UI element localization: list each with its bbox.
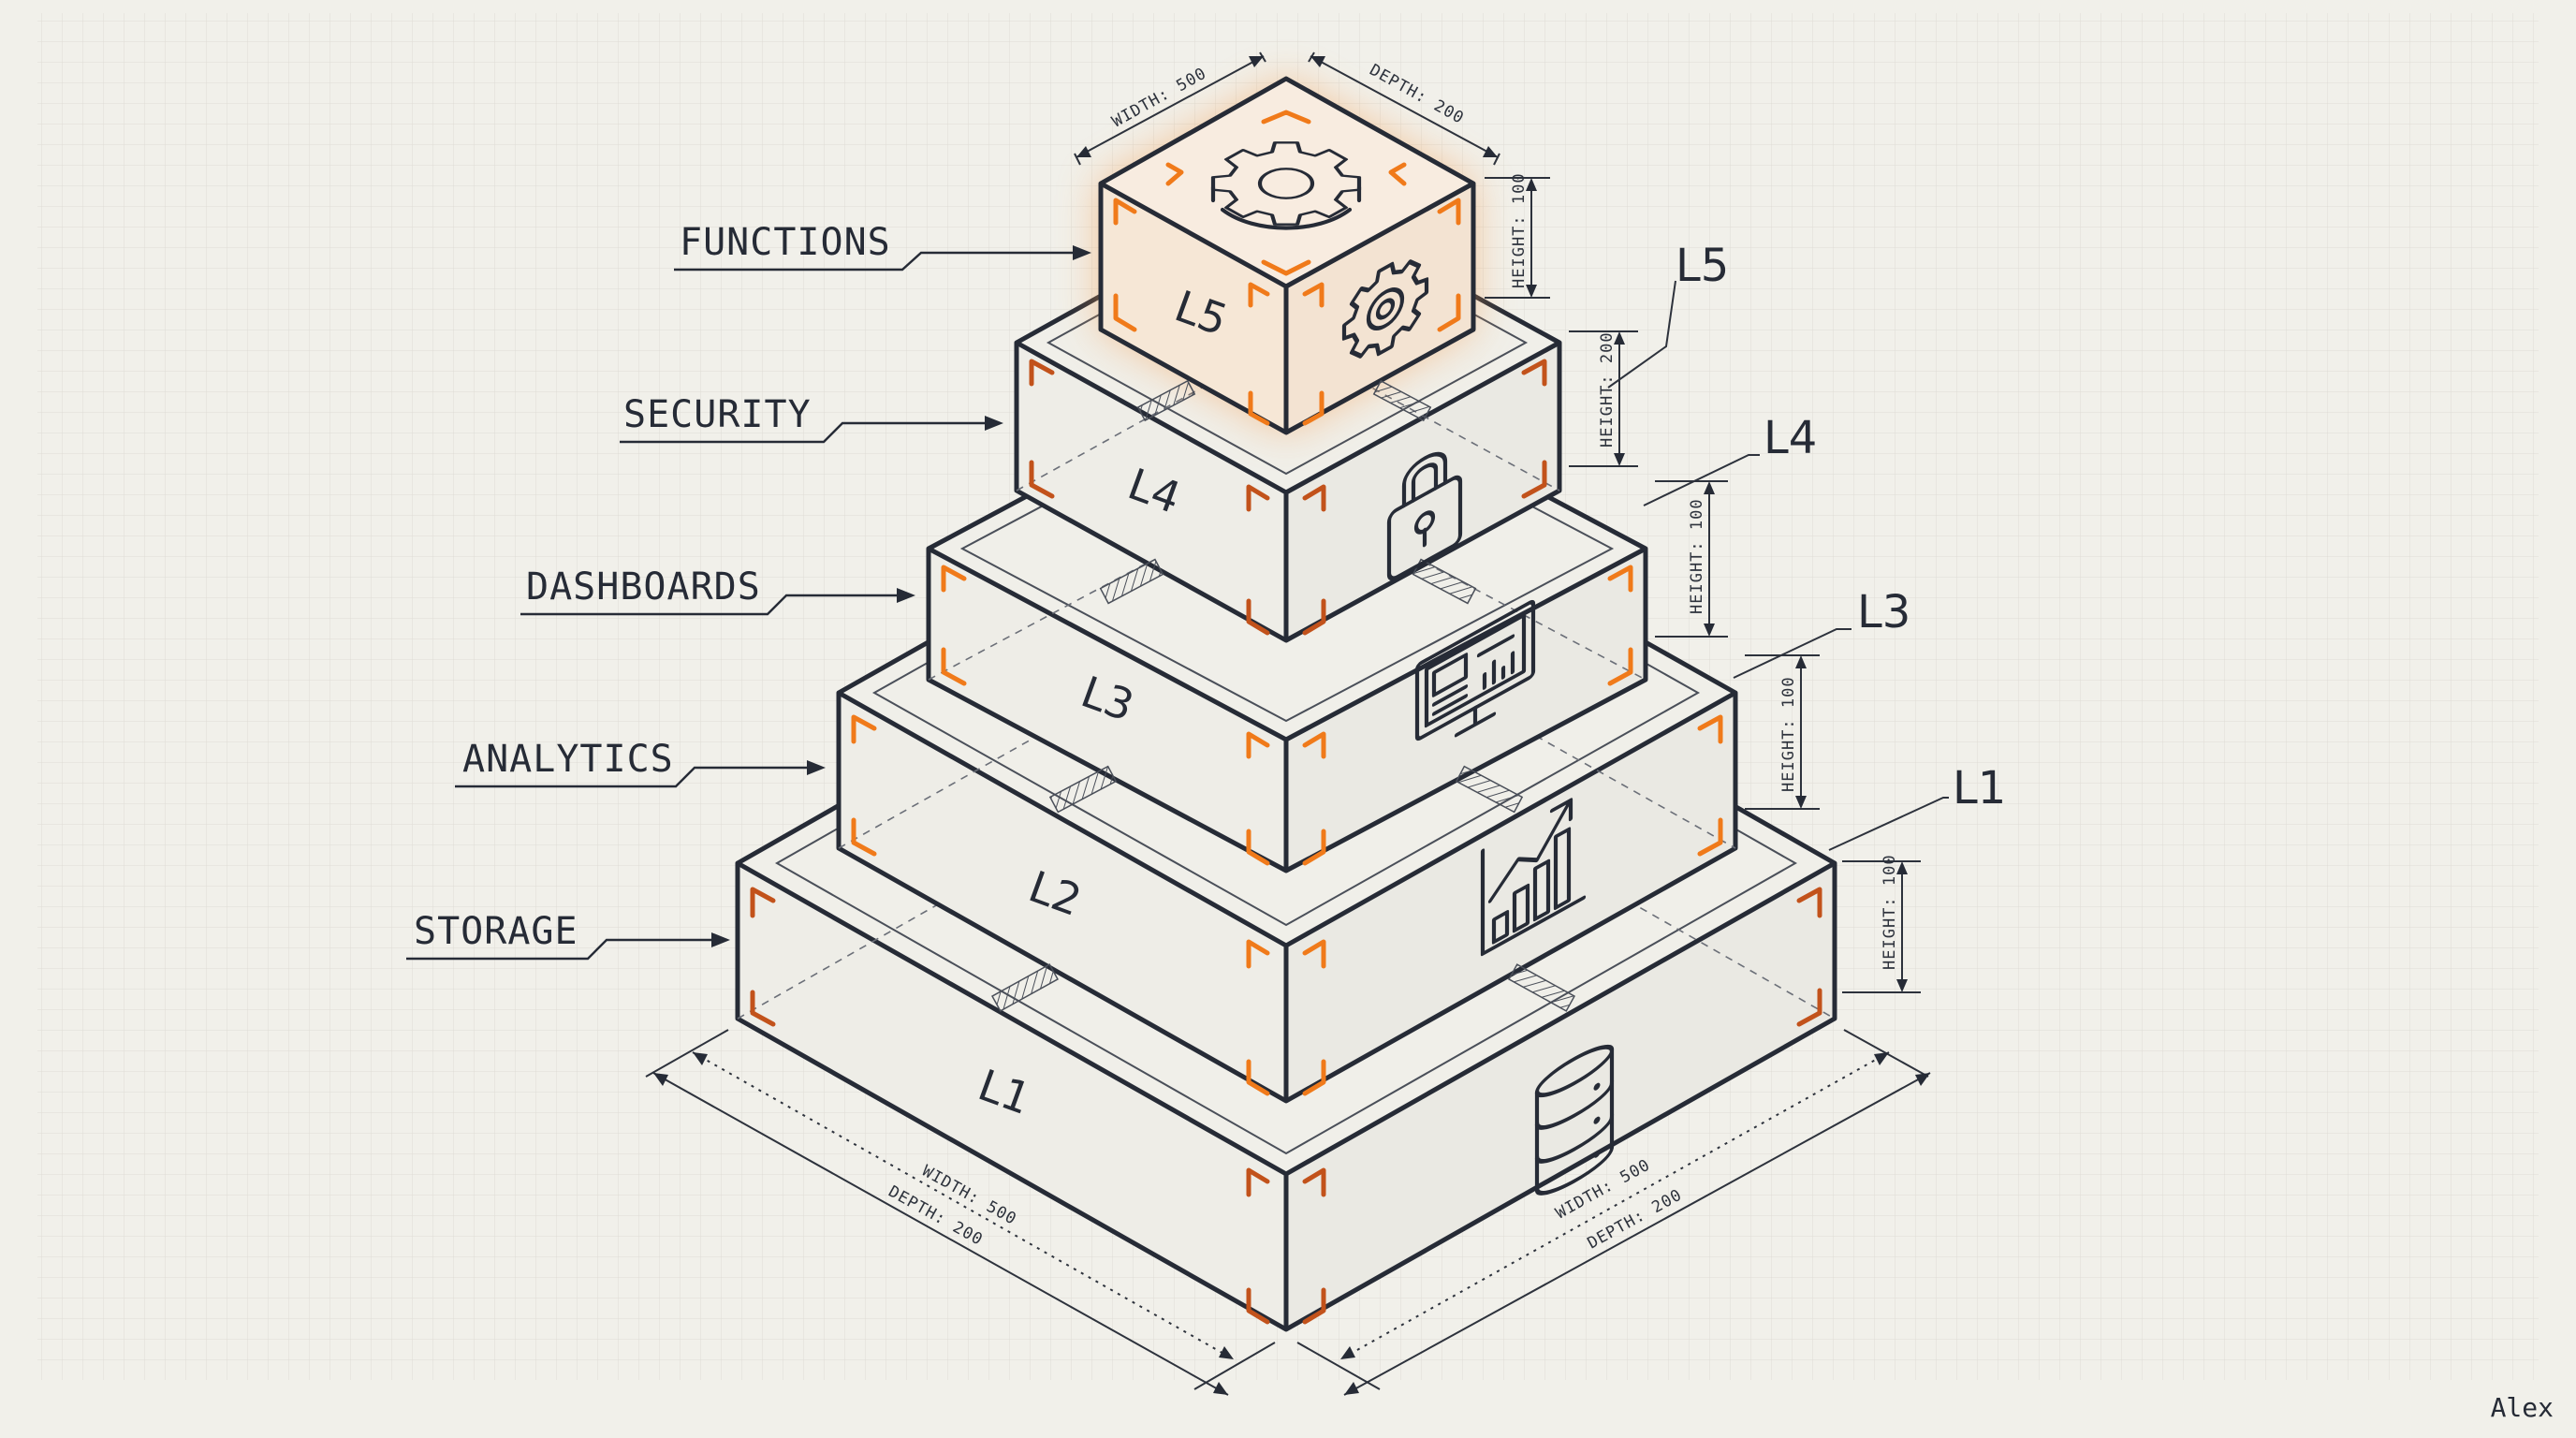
callout-label-functions: FUNCTIONS [680,221,891,264]
callout-label-analytics: ANALYTICS [462,738,674,781]
callout-dashboards: DASHBOARDS [520,565,915,616]
hatch-connector [1099,558,1164,605]
bar-chart-trend-icon [1480,798,1587,957]
callout-label-storage: STORAGE [414,910,578,953]
callout-analytics: ANALYTICS [455,738,826,788]
height-label: HEIGHT: 100 [1688,498,1706,614]
height-dimension-l2: HEIGHT: 100 [1745,654,1820,810]
author-signature: Alex [2490,1392,2554,1423]
gear-icon [1341,259,1429,359]
callout-storage: STORAGE [406,910,730,961]
hatch-connector [1508,963,1575,1012]
height-dimension-l4: HEIGHT: 200 [1569,330,1638,467]
gear-thickness [1210,184,1362,230]
hatch-connector [1455,765,1524,814]
height-dimension-l1: HEIGHT: 100 [1842,854,1921,993]
hatch-connector [1048,765,1118,814]
hatch-connector [1372,379,1432,422]
gear-icon [1210,141,1362,226]
level-tag-text: L4 [1764,412,1817,464]
height-label: HEIGHT: 100 [1881,854,1899,970]
level-tag-l5: L5 [1607,240,1729,389]
callout-functions: FUNCTIONS [674,221,1091,271]
callout-label-security: SECURITY [623,393,812,436]
level-tag-text: L3 [1857,586,1910,638]
database-icon [1534,1044,1615,1196]
height-label: HEIGHT: 100 [1510,172,1529,288]
height-dimension-l5: HEIGHT: 100 [1485,172,1550,299]
hatch-connector [991,963,1059,1012]
padlock-icon [1386,451,1463,581]
monitor-dashboard-icon [1414,599,1536,741]
callout-label-dashboards: DASHBOARDS [526,565,761,609]
level-tag-text: L5 [1676,240,1729,292]
height-dimension-l3: HEIGHT: 100 [1655,480,1728,638]
level-tag-l3: L3 [1733,586,1910,679]
level-tag-l1: L1 [1828,762,2006,851]
hatch-connector [1136,379,1196,422]
height-label: HEIGHT: 200 [1598,331,1617,448]
height-label: HEIGHT: 100 [1779,676,1798,792]
callout-security: SECURITY [620,393,1003,444]
level-tag-l4: L4 [1643,412,1817,506]
level-tag-text: L1 [1953,762,2006,814]
corner-brackets [750,110,1822,1325]
